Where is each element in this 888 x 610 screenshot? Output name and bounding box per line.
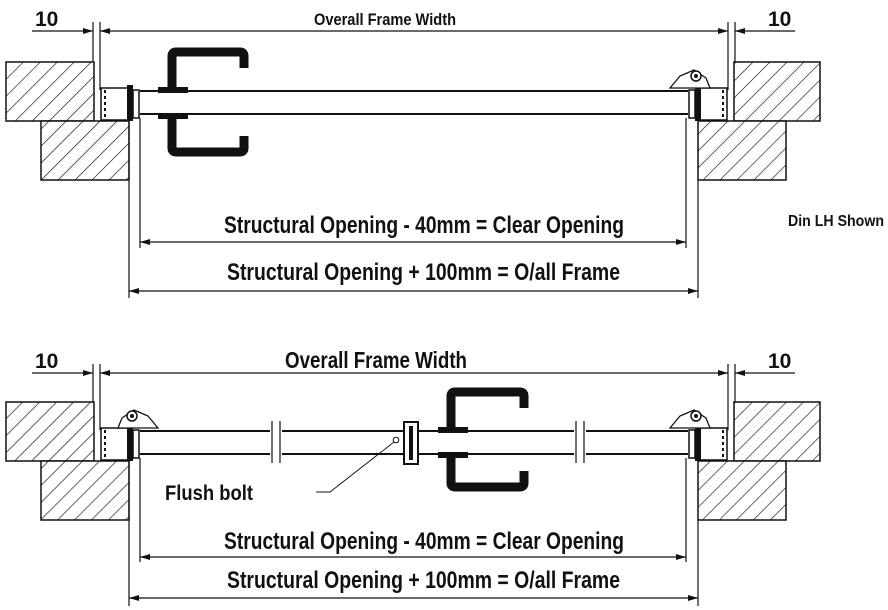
door-handle-icon (446, 387, 529, 492)
top-overall-width-label: Overall Frame Width (314, 10, 456, 29)
top-right-gap-label: 10 (768, 8, 791, 31)
door-handle-icon (167, 47, 249, 157)
flush-bolt-icon (392, 436, 400, 444)
top-diagram: 10 10 Overall Frame Width Structural Ope… (5, 8, 884, 298)
bottom-left-gap-label: 10 (35, 350, 58, 373)
break-mark (270, 421, 282, 463)
hinge-icon (117, 409, 159, 429)
bottom-diagram: 10 10 Overall Frame Width (5, 347, 821, 606)
meeting-stile-profile (403, 421, 419, 465)
flush-bolt-leader (316, 441, 395, 493)
top-clear-opening-label: Structural Opening - 40mm = Clear Openin… (224, 212, 624, 239)
break-mark (574, 421, 586, 463)
left-wall-upper (5, 401, 95, 462)
top-frame-label: Structural Opening + 100mm = O/all Frame (227, 259, 620, 286)
left-wall-lower (40, 120, 130, 181)
right-wall-upper (733, 61, 821, 122)
hinge-icon (669, 409, 711, 429)
left-frame-profile (100, 84, 140, 122)
bottom-right-gap-label: 10 (768, 350, 791, 373)
din-lh-note: Din LH Shown (788, 213, 884, 230)
right-wall-upper (733, 401, 821, 462)
left-wall-upper (5, 61, 95, 122)
bottom-clear-opening-label: Structural Opening - 40mm = Clear Openin… (224, 528, 624, 555)
bottom-frame-label: Structural Opening + 100mm = O/all Frame (227, 567, 620, 594)
right-frame-profile (688, 424, 728, 462)
bottom-overall-width-label: Overall Frame Width (285, 347, 467, 373)
hinge-icon (669, 69, 711, 89)
left-frame-profile (100, 424, 140, 462)
right-frame-profile (688, 84, 728, 122)
right-wall-lower (697, 120, 787, 181)
flush-bolt-label: Flush bolt (165, 482, 253, 505)
left-wall-lower (40, 460, 130, 521)
top-left-gap-label: 10 (35, 8, 58, 31)
right-wall-lower (697, 460, 787, 521)
